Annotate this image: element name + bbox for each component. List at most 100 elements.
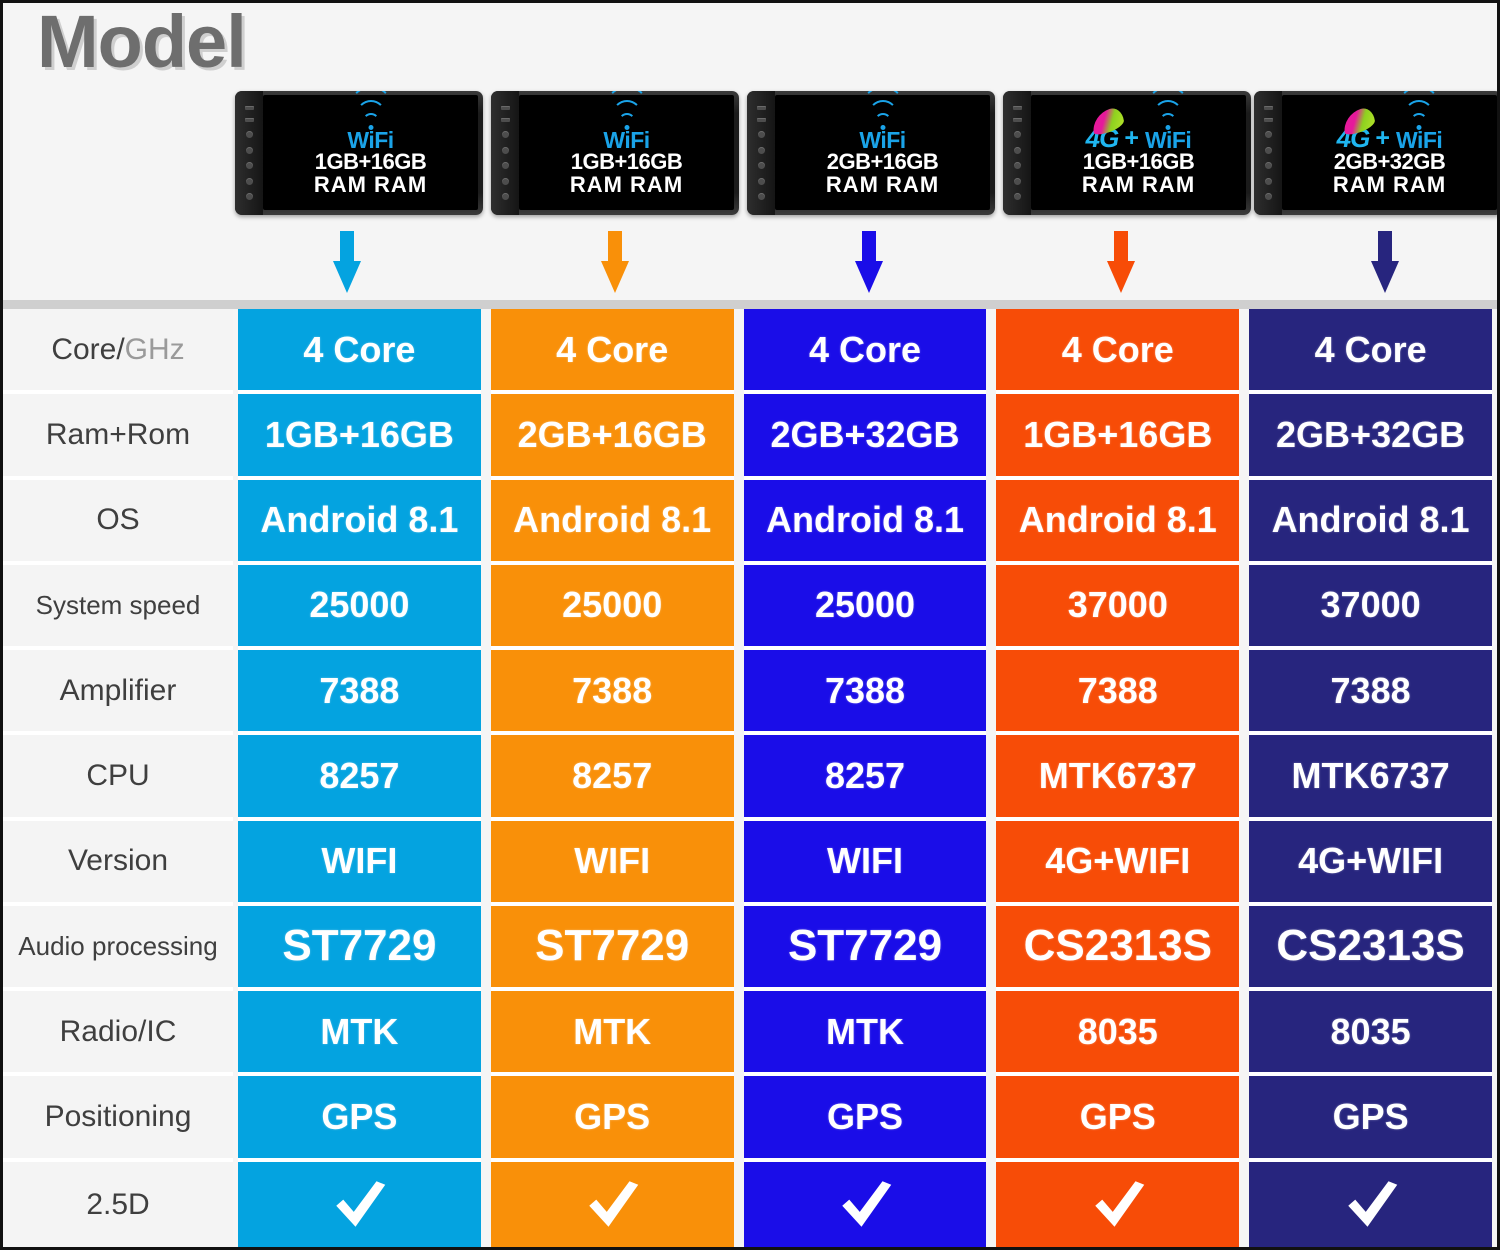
cell-value: MTK6737 (1038, 754, 1197, 796)
4g-icon: 4G (1086, 104, 1126, 151)
device-memory-label: 2GB+32GB (1333, 149, 1446, 174)
device-memory-label: 1GB+16GB (314, 149, 427, 174)
cell-positioning-col1: GPS (238, 1076, 481, 1162)
wifi-label: WiFi (1144, 127, 1192, 153)
wifi-label: WiFi (347, 127, 394, 153)
device-memory-label: 2GB+16GB (826, 149, 939, 174)
table-row-two_five_d: 2.5D (3, 1161, 1497, 1247)
cell-value: WIFI (827, 840, 903, 882)
bezel-button-1-icon (500, 105, 510, 110)
cell-value: 25000 (814, 584, 916, 626)
cell-audio_processing-col4: CS2313S (996, 905, 1240, 992)
cell-os-col4: Android 8.1 (996, 479, 1240, 565)
cell-amplifier-col5: 7388 (1249, 650, 1492, 736)
cell-cpu-col4: MTK6737 (996, 735, 1240, 821)
bezel-button-3-icon (1013, 130, 1021, 138)
cell-core-col5: 4 Core (1249, 309, 1492, 395)
cell-ram_rom-col5: 2GB+32GB (1249, 394, 1492, 480)
cell-radio_ic-col4: 8035 (996, 991, 1240, 1077)
cell-audio_processing-col5: CS2313S (1249, 905, 1492, 992)
cell-value: MTK (320, 1010, 399, 1052)
cell-version-col4: 4G+WIFI (996, 820, 1240, 906)
cell-system_speed-col5: 37000 (1249, 564, 1492, 651)
bezel-button-4-icon (501, 146, 509, 154)
device-ram-label: RAM RAM (1081, 172, 1196, 197)
down-arrow-icon-1 (333, 231, 361, 293)
cell-cpu-col5: MTK6737 (1249, 735, 1492, 821)
cell-system_speed-col1: 25000 (238, 564, 481, 651)
row-label-ram_rom: Ram+Rom (3, 394, 233, 480)
bezel-button-5-icon (501, 162, 509, 170)
cell-two_five_d-col4 (996, 1161, 1240, 1247)
bezel-button-7-icon (1013, 193, 1021, 201)
cell-positioning-col5: GPS (1249, 1076, 1492, 1162)
checkmark-icon (589, 1181, 639, 1228)
cell-value: 2GB+32GB (1276, 413, 1466, 455)
cell-value: 4 Core (808, 328, 922, 370)
cell-value: 8257 (319, 754, 400, 796)
device-badge-row: 4G+WiFi (1086, 100, 1192, 153)
cell-value: 8257 (824, 754, 906, 796)
cell-value: 37000 (1320, 584, 1421, 626)
section-divider (3, 300, 1497, 309)
checkmark-icon (336, 1181, 386, 1228)
bezel-button-1-icon (756, 105, 766, 110)
cell-value: Android 8.1 (513, 499, 712, 541)
cell-value: 1GB+16GB (1023, 413, 1213, 455)
cell-os-col1: Android 8.1 (238, 479, 481, 565)
swoosh-icon (1091, 104, 1126, 138)
cell-value: CS2313S (1023, 921, 1212, 971)
device-bezel-buttons (747, 91, 775, 215)
cell-positioning-col2: GPS (490, 1076, 734, 1162)
cell-core-col4: 4 Core (996, 309, 1240, 395)
wifi-icon: WiFi (603, 100, 650, 152)
cell-ram_rom-col4: 1GB+16GB (996, 394, 1240, 480)
row-label-audio_processing: Audio processing (3, 905, 233, 992)
bezel-button-7-icon (245, 193, 253, 201)
cell-amplifier-col2: 7388 (490, 650, 734, 736)
cell-value: ST7729 (787, 921, 943, 971)
cell-version-col3: WIFI (743, 820, 987, 906)
cell-amplifier-col3: 7388 (743, 650, 987, 736)
down-arrow-icon-2 (601, 231, 629, 293)
cell-value: MTK6737 (1291, 754, 1450, 796)
checkmark-icon (1095, 1181, 1145, 1228)
wifi-label: WiFi (859, 127, 906, 153)
wifi-icon: WiFi (859, 100, 906, 153)
cell-ram_rom-col1: 1GB+16GB (238, 394, 481, 480)
cell-value: 7388 (1077, 669, 1158, 711)
cell-audio_processing-col3: ST7729 (743, 905, 987, 992)
wifi-icon: WiFi (347, 100, 394, 153)
bezel-button-7-icon (501, 193, 509, 201)
cell-value: 7388 (319, 669, 400, 711)
device-badge-row: WiFi (859, 100, 906, 153)
bezel-button-5-icon (1013, 162, 1021, 170)
bezel-button-6-icon (1264, 177, 1272, 185)
cell-value: 4G+WIFI (1045, 840, 1191, 882)
cell-cpu-col3: 8257 (743, 735, 987, 821)
cell-value: Android 8.1 (1018, 499, 1217, 541)
row-label-main: Core/ (51, 332, 125, 366)
cell-os-col2: Android 8.1 (490, 479, 734, 565)
cell-system_speed-col2: 25000 (490, 564, 734, 651)
row-label-system_speed: System speed (3, 564, 233, 651)
row-label-positioning: Positioning (3, 1076, 233, 1162)
cell-two_five_d-col5 (1249, 1161, 1492, 1247)
row-label-cpu: CPU (3, 735, 233, 821)
4g-icon: 4G (1337, 104, 1377, 151)
bezel-button-2-icon (1012, 118, 1022, 123)
cell-amplifier-col4: 7388 (996, 650, 1240, 736)
